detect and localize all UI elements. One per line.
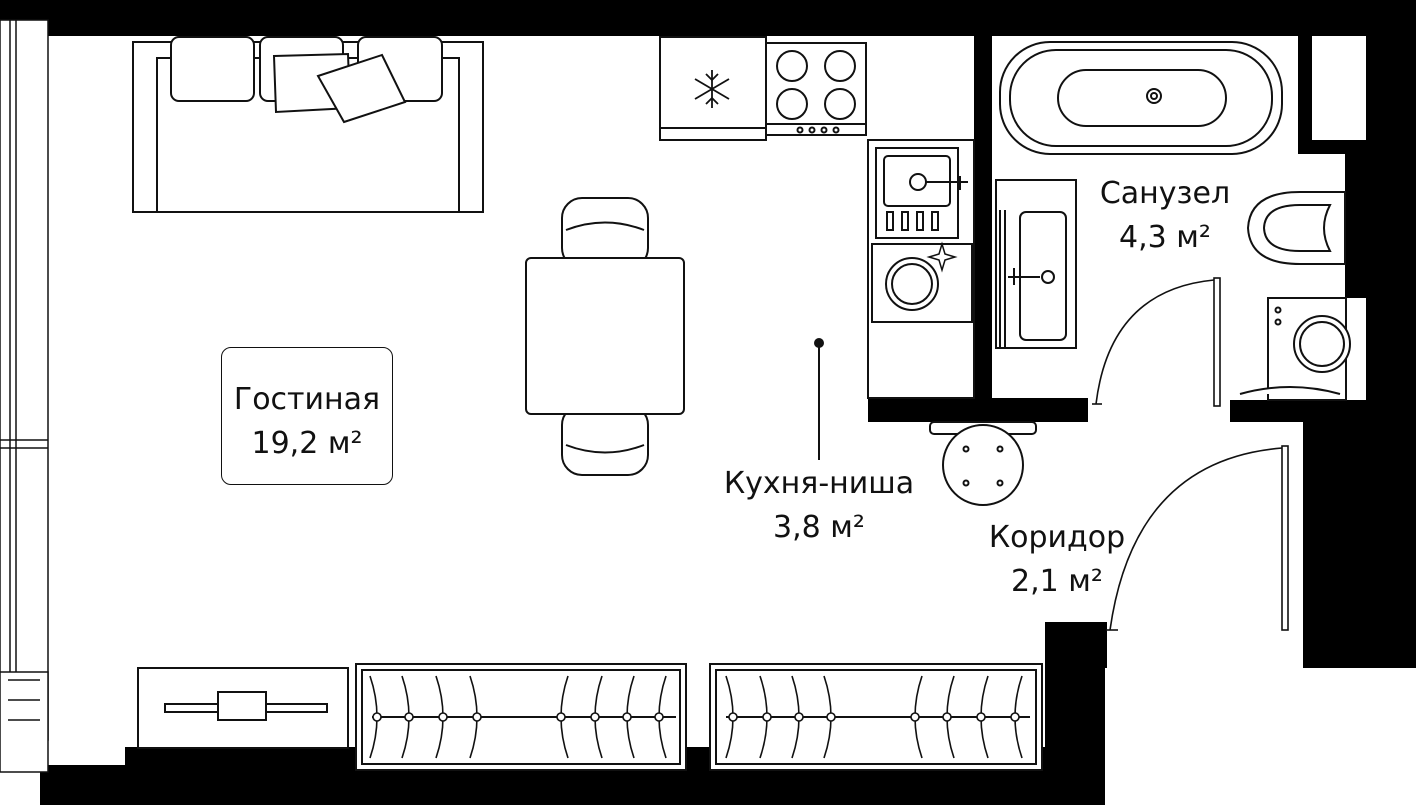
hanger-hook (794, 712, 804, 722)
hanger-hook (472, 712, 482, 722)
hanger-hook (826, 712, 836, 722)
hanger-hook (910, 712, 920, 722)
sofa (132, 36, 484, 213)
washing-machine (1239, 297, 1351, 401)
room-label-kitchen: Кухня-ниша 3,8 м² (704, 462, 934, 550)
room-area-living: 19,2 м² (251, 426, 363, 461)
doors (1092, 277, 1289, 631)
hanger-hook (942, 712, 952, 722)
hanger-hook (438, 712, 448, 722)
room-area-corridor: 2,1 м² (1011, 564, 1103, 599)
wardrobe-right (709, 663, 1043, 771)
tv-stand (137, 667, 349, 749)
hanger-hook (556, 712, 566, 722)
hanger-hook (762, 712, 772, 722)
hanger-hook (728, 712, 738, 722)
stool (929, 421, 1037, 506)
toilet (1246, 191, 1346, 265)
hanger-hook (622, 712, 632, 722)
hanger-hook (1010, 712, 1020, 722)
window-left (0, 19, 49, 773)
hangers (369, 675, 1023, 759)
room-label-bathroom: Санузел 4,3 м² (1080, 172, 1250, 260)
room-name-living: Гостиная (233, 382, 381, 417)
room-name-kitchen: Кухня-ниша (723, 466, 915, 501)
sparkle-icon (926, 241, 958, 273)
room-name-bathroom: Санузел (1099, 176, 1231, 211)
hanger-hook (590, 712, 600, 722)
room-label-living: Гостиная 19,2 м² (221, 378, 393, 466)
dining-table (525, 197, 685, 476)
hanger-hook (976, 712, 986, 722)
snowflake-icon (694, 70, 730, 108)
room-area-kitchen: 3,8 м² (773, 510, 865, 545)
kitchen-units (659, 36, 975, 399)
kitchen-pointer (814, 338, 824, 460)
living-room-label-box (221, 347, 393, 485)
bathtub (999, 41, 1283, 155)
room-label-corridor: Коридор 2,1 м² (972, 516, 1142, 604)
hanger-hook (404, 712, 414, 722)
bath-sink (995, 179, 1077, 349)
hanger-hook (372, 712, 382, 722)
room-name-corridor: Коридор (988, 520, 1126, 555)
room-area-bathroom: 4,3 м² (1119, 220, 1211, 255)
hanger-hook (654, 712, 664, 722)
